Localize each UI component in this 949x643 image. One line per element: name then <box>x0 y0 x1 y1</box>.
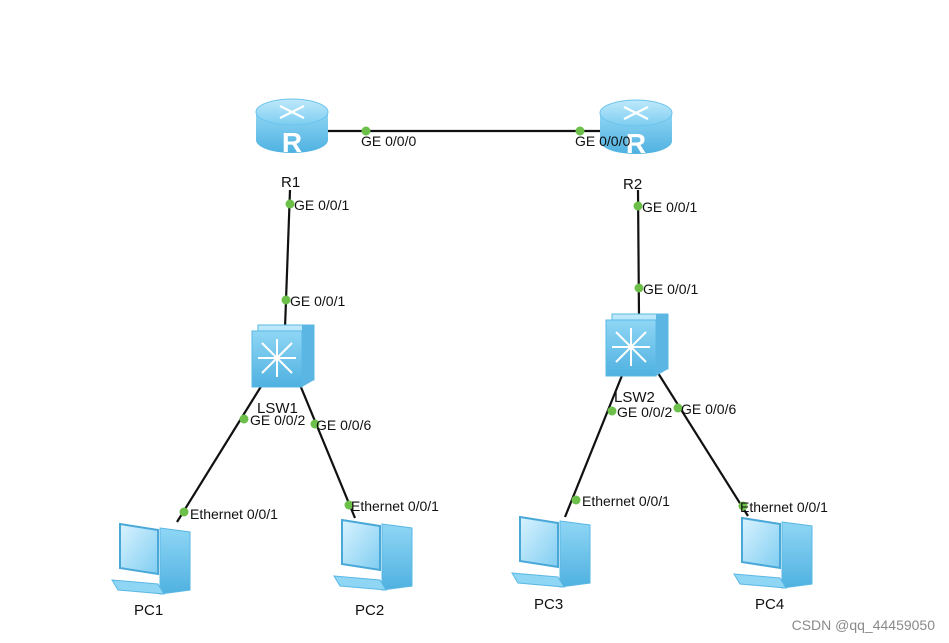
port-dot <box>281 295 291 305</box>
port-dot <box>179 507 189 517</box>
link-lsw2-pc4 <box>657 372 749 517</box>
router-r1[interactable]: R <box>255 98 329 158</box>
device-label-lsw2: LSW2 <box>614 389 655 406</box>
device-label-lsw1: LSW1 <box>257 400 298 417</box>
port-label: GE 0/0/1 <box>294 197 349 213</box>
port-label: Ethernet 0/0/1 <box>740 499 828 515</box>
link-lsw1-pc1 <box>176 379 266 523</box>
device-label-pc3: PC3 <box>534 596 563 613</box>
link-r1-lsw1 <box>283 189 292 329</box>
switch-lsw1[interactable] <box>251 324 315 388</box>
pc-icon <box>111 522 191 595</box>
port-label: GE 0/0/6 <box>681 401 736 417</box>
svg-text:R: R <box>626 128 646 159</box>
switch-icon <box>605 313 669 377</box>
port-dot <box>571 495 581 505</box>
port-dot <box>607 406 617 416</box>
device-label-pc2: PC2 <box>355 602 384 619</box>
port-label: GE 0/0/2 <box>617 404 672 420</box>
device-label-r1: R1 <box>281 174 300 191</box>
port-dot <box>239 414 249 424</box>
port-label: GE 0/0/1 <box>642 199 697 215</box>
port-dot <box>633 201 643 211</box>
switch-icon <box>251 324 315 388</box>
port-dot <box>673 403 683 413</box>
port-label: GE 0/0/1 <box>290 293 345 309</box>
pc-pc1[interactable] <box>111 522 191 595</box>
port-label: GE 0/0/2 <box>250 412 305 428</box>
port-dot <box>634 283 644 293</box>
router-icon: R <box>599 99 673 159</box>
pc-icon <box>511 515 591 588</box>
port-dot <box>344 500 354 510</box>
port-label: Ethernet 0/0/1 <box>351 498 439 514</box>
svg-text:R: R <box>282 127 302 158</box>
pc-pc2[interactable] <box>333 518 413 591</box>
port-label: GE 0/0/6 <box>316 417 371 433</box>
pc-pc3[interactable] <box>511 515 591 588</box>
port-dot <box>361 126 371 136</box>
switch-lsw2[interactable] <box>605 313 669 377</box>
pc-pc4[interactable] <box>733 516 813 589</box>
pc-icon <box>733 516 813 589</box>
device-label-pc4: PC4 <box>755 596 784 613</box>
device-label-r2: R2 <box>623 176 642 193</box>
port-label: GE 0/0/1 <box>643 281 698 297</box>
port-label: Ethernet 0/0/1 <box>582 493 670 509</box>
port-label: GE 0/0/0 <box>575 133 630 149</box>
router-icon: R <box>255 98 329 158</box>
port-dot <box>575 126 585 136</box>
port-dot <box>285 199 295 209</box>
device-label-pc1: PC1 <box>134 602 163 619</box>
port-label: GE 0/0/0 <box>361 133 416 149</box>
link-lsw2-pc3 <box>563 372 625 518</box>
port-dot <box>310 419 320 429</box>
port-dot <box>738 501 748 511</box>
link-r2-lsw2 <box>636 189 641 318</box>
router-r2[interactable]: R <box>599 99 673 159</box>
pc-icon <box>333 518 413 591</box>
link-lsw1-pc2 <box>296 379 357 519</box>
port-label: Ethernet 0/0/1 <box>190 506 278 522</box>
watermark: CSDN @qq_44459050 <box>792 617 936 633</box>
